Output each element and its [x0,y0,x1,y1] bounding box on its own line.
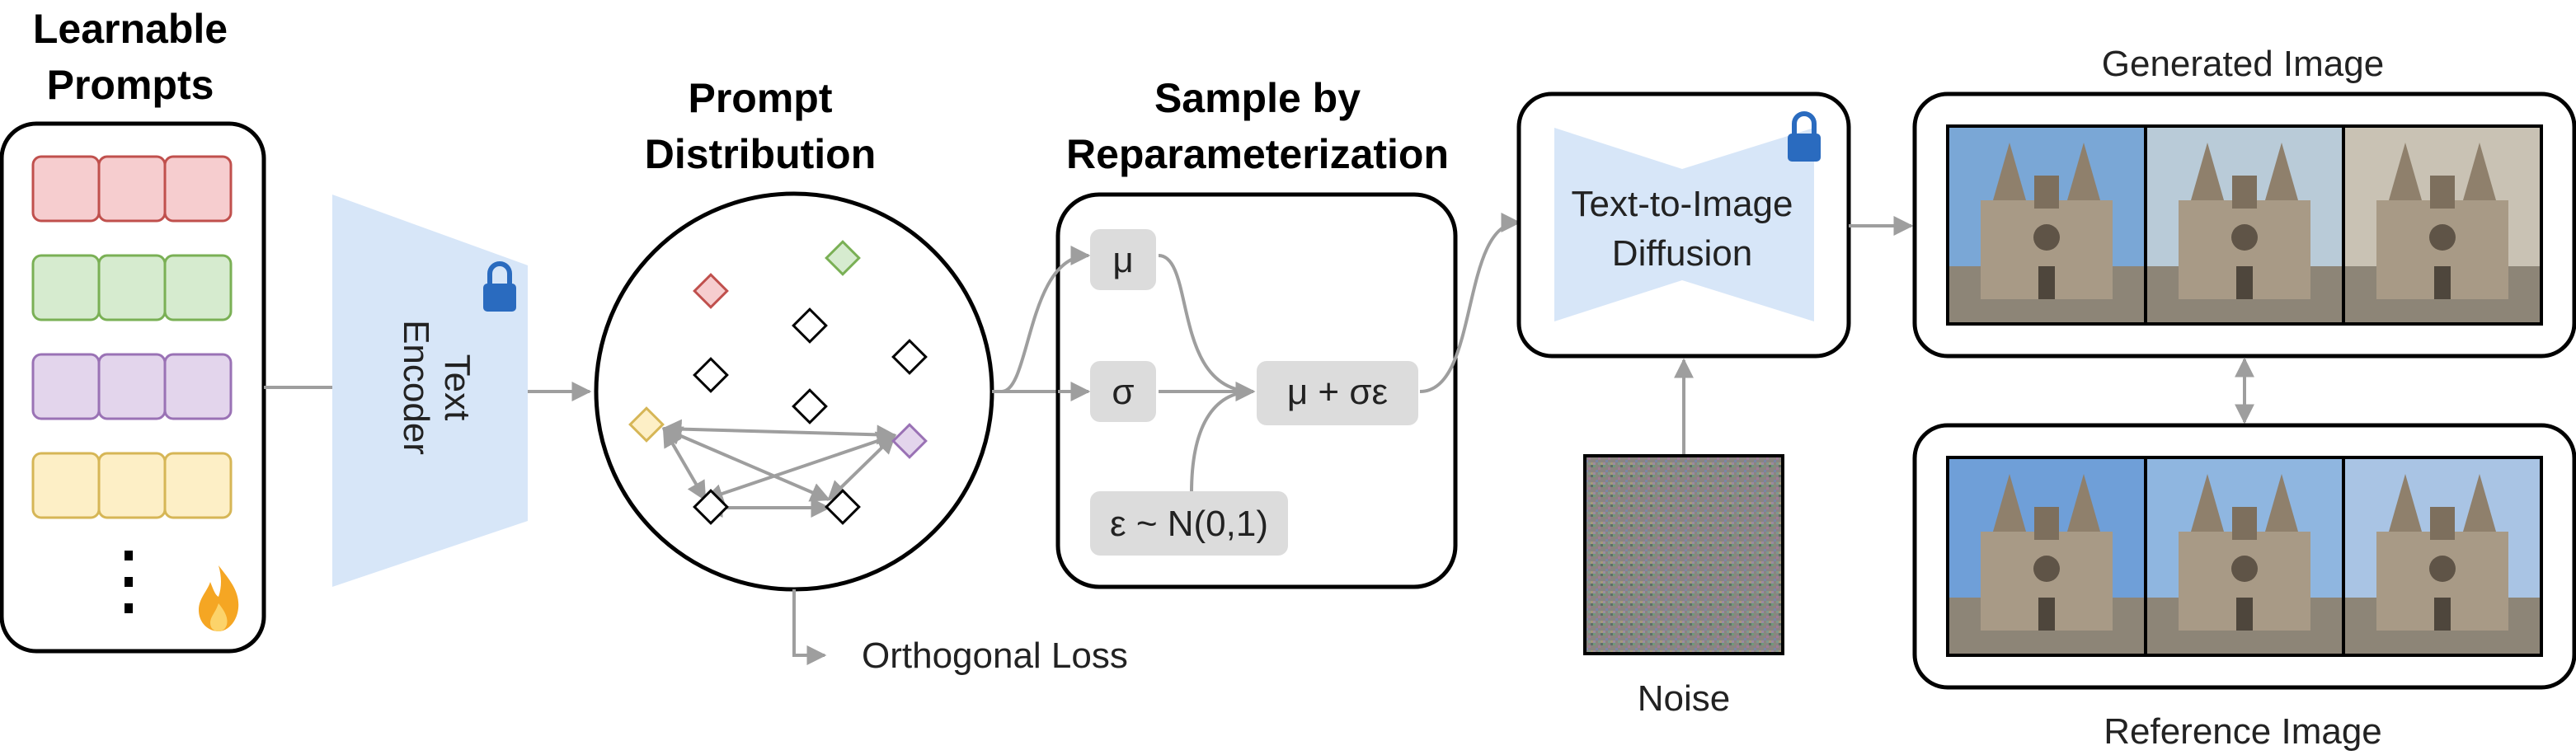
sample-title-2: Reparameterization [1066,131,1449,177]
noise-label: Noise [1638,678,1731,719]
diffusion-label-2: Diffusion [1612,233,1752,274]
embedding-point [693,357,729,393]
embedding-point [825,489,861,525]
orthodox-cathedral-golden-domes-image [2342,456,2543,657]
reference-image-title: Reference Image [2104,711,2382,752]
prompt-distribution-circle [594,191,994,592]
reference-images-panel [1912,423,2576,690]
cathedral-aerial-view-image [2144,124,2345,326]
learnable-prompts-title-2: Prompts [47,62,214,108]
embedding-point [792,307,828,344]
result-label: μ + σε [1287,372,1388,412]
prompt-token-rows [31,155,233,519]
prompt-token [31,353,101,420]
learnable-prompts-title-1: Learnable [33,6,228,52]
lock-icon [1788,111,1821,162]
text-encoder-block [332,195,528,587]
prompt-token [31,254,101,321]
embedding-point [693,489,729,525]
connector-mu-to-result [1158,254,1256,401]
connector-sampling-to-diffusion [1419,213,1521,393]
prompt-token [97,353,167,420]
embedding-point [891,339,928,375]
embedding-point-red [693,273,729,309]
cathedral-front-view-image [1946,124,2147,326]
distribution-edges [661,419,897,518]
generated-image-title: Generated Image [2102,44,2384,84]
sigma-chip [1090,361,1156,422]
prompt-token [31,452,101,519]
sample-title-1: Sample by [1154,75,1361,121]
generated-images-panel [1912,91,2576,359]
connector-to-mu [1001,246,1091,393]
eps-label: ε ~ N(0,1) [1110,504,1268,544]
prompt-token [31,155,101,223]
result-chip [1257,361,1418,425]
text-encoder-label-1: Text [437,354,477,421]
sagrada-familia-image [1946,456,2147,657]
prompt-token [163,452,233,519]
noise-image [1583,454,1784,655]
lock-icon [483,261,516,312]
prompt-distribution-title-1: Prompt [689,75,833,121]
embedding-point [792,388,828,424]
prompt-token [163,155,233,223]
eps-chip [1090,491,1288,556]
reference-image-strip [1946,456,2543,657]
prompt-embedding-points [628,240,928,525]
prompt-token [97,452,167,519]
diffusion-label-1: Text-to-Image [1572,184,1793,224]
embedding-point-purple [891,423,928,459]
prompt-token [97,155,167,223]
cathedral-facade-rose-window-image [2342,124,2543,326]
prompt-token [163,353,233,420]
vertical-ellipsis [125,551,133,613]
orthogonal-loss-label: Orthogonal Loss [862,635,1128,676]
connector-eps-to-result [1190,390,1254,494]
st-pauls-cathedral-image [2144,456,2345,657]
diffusion-block [1554,128,1814,321]
flame-icon [199,565,239,631]
prompt-distribution-title-2: Distribution [645,131,877,177]
embedding-point-yellow [628,406,665,443]
mu-label: μ [1112,240,1133,280]
prompt-token [97,254,167,321]
connector-orthogonal-loss [792,589,827,665]
text-encoder-label-2: Encoder [396,320,436,455]
mu-chip [1090,229,1156,290]
embedding-point-green [825,240,861,276]
prompt-token [163,254,233,321]
generated-image-strip [1946,124,2543,326]
sigma-label: σ [1112,372,1134,412]
